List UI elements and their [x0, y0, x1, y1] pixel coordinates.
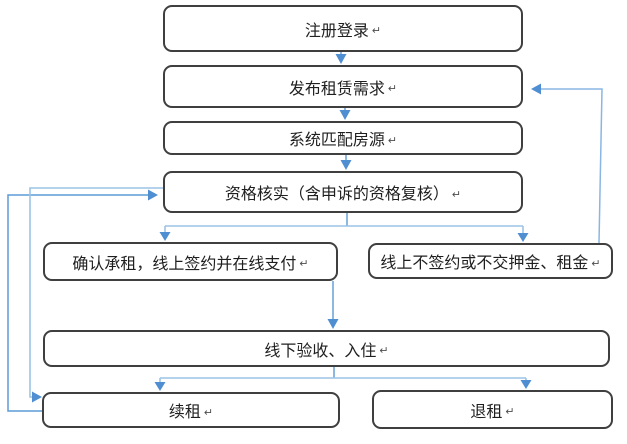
node-qualification-verify: 资格核实（含申诉的资格复核）↵ [163, 171, 523, 213]
return-mark-icon: ↵ [451, 188, 462, 201]
return-mark-icon: ↵ [203, 406, 214, 419]
connector-verify-branch [159, 213, 529, 242]
node-label: 资格核实（含申诉的资格复核） [224, 186, 449, 203]
connector-register-publish [335, 52, 347, 64]
connector-confirm-checkin [327, 281, 339, 329]
node-label: 退租 [470, 403, 503, 421]
return-mark-icon: ↵ [387, 134, 398, 147]
connector-renew-verify-feedback [7, 189, 158, 412]
connector-publish-match [339, 108, 351, 120]
node-label: 线上不签约或不交押金、租金 [380, 255, 589, 272]
node-confirm-lease-online-pay: 确认承租，线上签约并在线支付↵ [43, 242, 338, 281]
connector-match-verify [340, 155, 352, 170]
node-register-login: 注册登录↵ [163, 5, 523, 52]
node-label: 系统匹配房源 [288, 132, 385, 149]
node-offline-acceptance-movein: 线下验收、入住↵ [43, 330, 610, 367]
node-label: 发布租赁需求 [288, 80, 385, 98]
connector-checkin-branch [154, 367, 532, 391]
connector-nosign-publish-feedback [531, 83, 603, 244]
return-mark-icon: ↵ [505, 406, 515, 418]
connector-verify-renew-feedback [29, 187, 163, 403]
return-mark-icon: ↵ [371, 25, 382, 37]
node-publish-rental-demand: 发布租赁需求↵ [163, 65, 523, 108]
node-terminate-lease: 退租↵ [372, 390, 613, 429]
return-mark-icon: ↵ [387, 83, 398, 95]
return-mark-icon: ↵ [299, 258, 309, 270]
node-label: 续租 [168, 404, 201, 421]
node-renew-lease: 续租↵ [42, 392, 340, 428]
node-system-match-housing: 系统匹配房源↵ [163, 121, 523, 155]
node-label: 确认承租，线上签约并在线支付 [72, 255, 297, 273]
node-label: 注册登录 [304, 22, 369, 40]
node-label: 线下验收、入住 [264, 342, 377, 360]
return-mark-icon: ↵ [379, 345, 389, 357]
return-mark-icon: ↵ [591, 257, 601, 270]
node-no-sign-no-deposit: 线上不签约或不交押金、租金↵ [368, 243, 613, 279]
